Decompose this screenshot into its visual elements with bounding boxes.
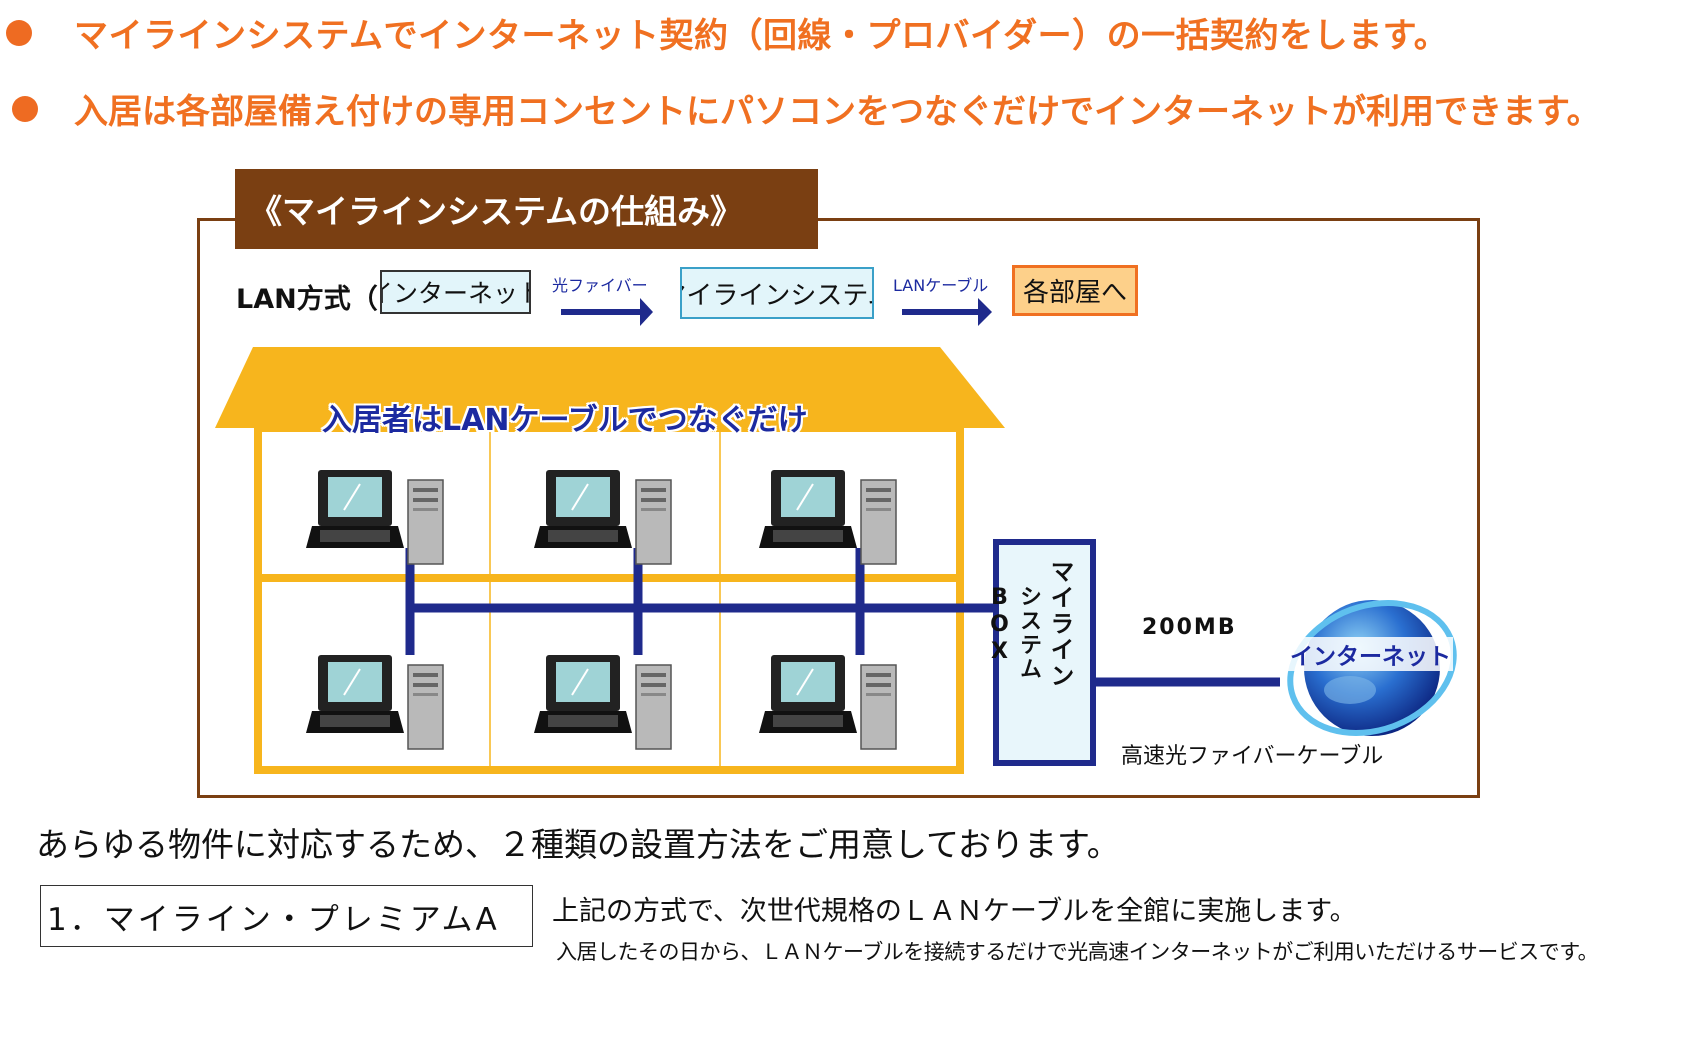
fiber-cable-label: 高速光ファイバーケーブル [1121,744,1384,769]
plan-description-line2: 入居したその日から、ＬＡＮケーブルを接続するだけで光高速インターネットがご利用い… [556,940,1599,964]
bullet-line-1: マイラインシステムでインターネット契約（回線・プロバイダー）の一括契約をします。 [6,8,1448,57]
system-box-label-line2: システムBOX [987,585,1041,681]
intro-text: あらゆる物件に対応するため、２種類の設置方法をご用意しております。 [36,825,1120,864]
bullet-line-2: 入居は各部屋備え付けの専用コンセントにパソコンをつなぐだけでインターネットが利用… [12,84,1601,133]
bullet-dot-icon [12,95,38,122]
house-wall [254,424,964,774]
roof-caption: 入居者はLANケーブルでつなぐだけ [322,403,808,438]
plan-description-line1: 上記の方式で、次世代規格のＬＡＮケーブルを全館に実施します。 [552,896,1357,927]
computer-icon [533,654,672,750]
myline-system-box: マイライン システムBOX [987,539,1096,766]
lan-cable-network [405,548,1280,687]
flow-box-each-room: 各部屋へ [1012,265,1138,316]
speed-label: 200MB [1142,615,1237,640]
flow-box-myline-system: マイラインシステム [680,267,874,319]
lan-method-label: LAN方式（ [236,284,378,315]
bullet-text: マイラインシステムでインターネット契約（回線・プロバイダー）の一括契約をします。 [74,16,1449,56]
flow-box-internet: インターネット [380,270,531,314]
house-roof [215,347,1005,428]
system-box-label-line1: マイライン [1046,559,1074,689]
computer-icon [305,469,444,565]
computer-icon [758,654,897,750]
bullet-dot-icon [6,19,32,46]
bullet-text: 入居は各部屋備え付けの専用コンセントにパソコンをつなぐだけでインターネットが利用… [74,92,1601,132]
system-diagram-frame [197,218,1480,798]
computer-icon [305,654,444,750]
flow-arrow-label-lan: LANケーブル [893,276,989,295]
globe-internet-label: インターネット [1288,637,1453,671]
plan-name-box: 1．マイライン・プレミアムA [40,885,533,947]
computer-icon [758,469,897,565]
computer-icon [533,469,672,565]
diagram-title: 《マイラインシステムの仕組み》 [235,169,818,249]
flow-arrow-label-fiber: 光ファイバー [552,276,648,295]
